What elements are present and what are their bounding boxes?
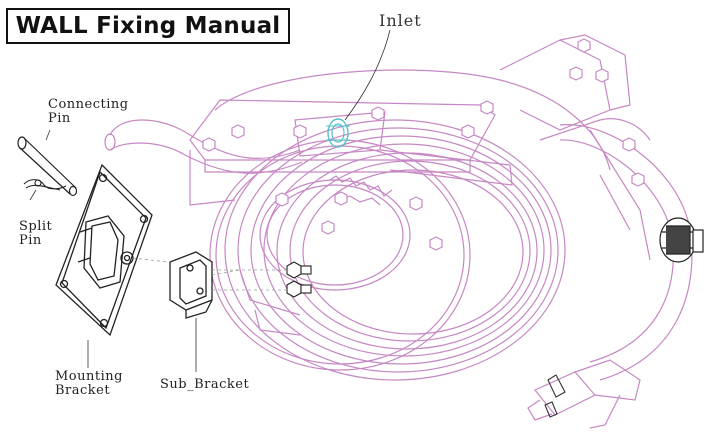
nozzle-detail: [544, 374, 566, 418]
label-connecting-pin: Connecting Pin: [48, 97, 129, 126]
label-sub-bracket: Sub_Bracket: [160, 377, 250, 392]
inlet-coupling: [326, 118, 350, 148]
inlet-hose: [109, 119, 301, 160]
leader-lines: [29, 29, 391, 372]
swivel-joint: [659, 217, 704, 263]
reel-housing-top: [214, 69, 611, 171]
drum-hub: [259, 179, 411, 291]
spray-nozzle: [534, 371, 596, 416]
alignment-lines: [132, 257, 287, 291]
hose-reel: [104, 34, 693, 429]
bracket-bolts: [286, 261, 312, 298]
connecting-pin: [17, 136, 78, 197]
label-inlet: Inlet: [379, 11, 422, 30]
gear-teeth: [329, 175, 393, 197]
label-mounting-bracket: Mounting Bracket: [55, 369, 123, 398]
label-split-pin: Split Pin: [19, 219, 53, 248]
mounting-bracket: [55, 163, 153, 337]
hose-coil: [224, 119, 566, 381]
reel-bolts: [202, 38, 645, 251]
split-pin: [23, 179, 67, 191]
side-frame: [499, 39, 611, 131]
page-title: WALL Fixing Manual: [6, 8, 290, 44]
axle-shaft: [379, 149, 513, 186]
sub-bracket: [169, 251, 213, 319]
